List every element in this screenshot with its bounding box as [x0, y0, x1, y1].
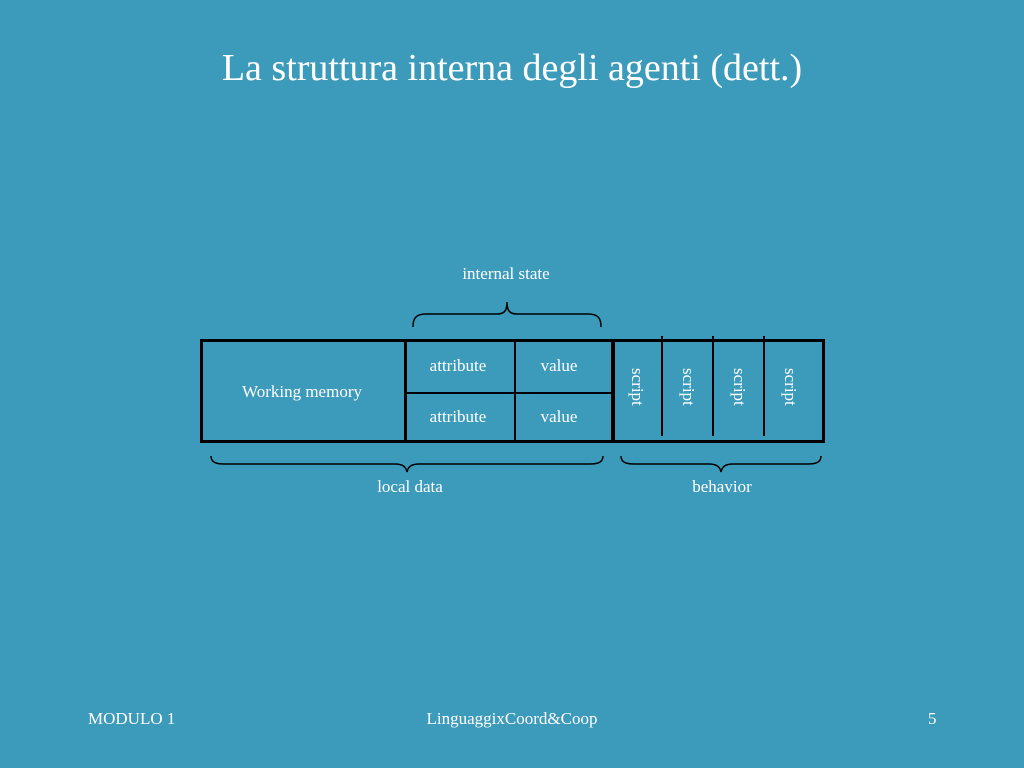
script-divider	[712, 336, 714, 436]
script-label: script	[781, 368, 800, 406]
behavior-box	[612, 339, 825, 443]
working-memory-divider	[404, 339, 407, 443]
behavior-label: behavior	[692, 477, 752, 496]
page-number: 5	[928, 709, 937, 728]
internal-state-brace	[412, 301, 602, 328]
script-label: script	[628, 368, 647, 406]
slide-title: La struttura interna degli agenti (dett.…	[221, 47, 803, 89]
attribute-cell: attribute	[429, 356, 487, 375]
behavior-brace	[620, 455, 822, 473]
local-data-brace	[210, 455, 604, 473]
script-label: script	[679, 368, 698, 406]
value-cell: value	[540, 356, 578, 375]
footer-course-label: LinguaggixCoord&Coop	[426, 709, 598, 728]
footer-module-label: MODULO 1	[88, 709, 176, 728]
script-divider	[661, 336, 663, 436]
working-memory-label: Working memory	[242, 382, 362, 401]
value-cell: value	[540, 407, 578, 426]
script-label: script	[730, 368, 749, 406]
local-data-label: local data	[377, 477, 443, 496]
attribute-cell: attribute	[429, 407, 487, 426]
attribute-value-divider	[514, 339, 516, 443]
script-divider	[763, 336, 765, 436]
row-divider	[406, 392, 612, 394]
internal-state-label: internal state	[462, 264, 550, 283]
